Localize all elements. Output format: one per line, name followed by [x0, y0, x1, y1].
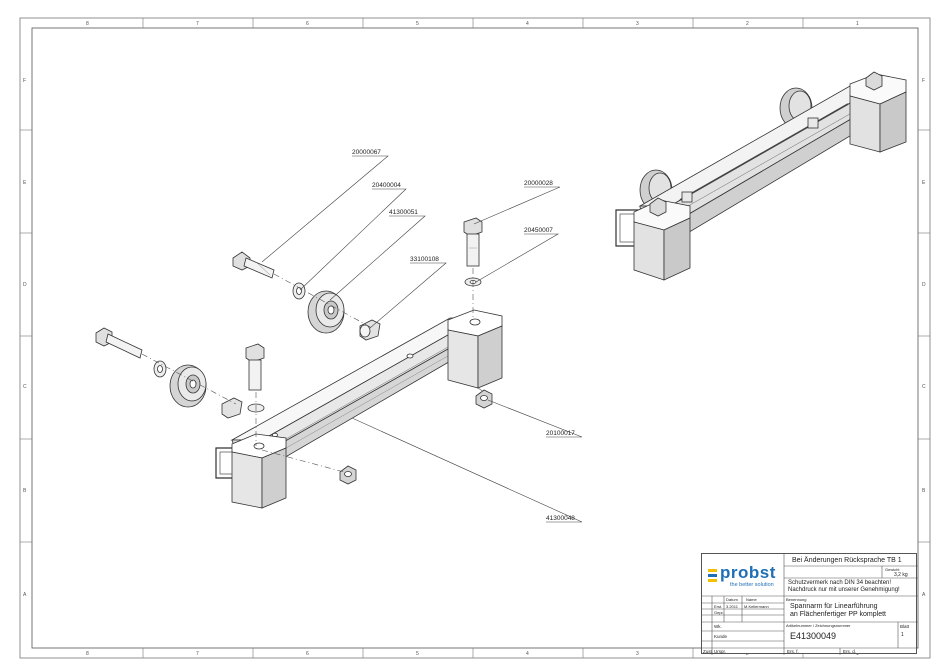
sleeve-lower-left [221, 397, 243, 419]
title-block: probst the better solution Bei Änderunge… [701, 553, 918, 655]
grid-row-left-f: F [23, 78, 26, 84]
blatt-label: Blatt [900, 624, 910, 629]
drawing-number-label: Artikelnummer / Zeichnungsnummer [786, 623, 851, 628]
grid-col-top-5: 4 [526, 21, 529, 27]
part-label-20100017: 20100017 [546, 430, 575, 437]
grid-row-left-c: C [23, 384, 27, 390]
grid-col-bottom-2: 7 [196, 651, 199, 657]
grid-row-right-b: B [922, 488, 926, 494]
grid-col-top-6: 3 [636, 21, 639, 27]
bolt-20000067 [232, 251, 275, 279]
protection-note-2: Nachdruck nur mit unserer Genehmigung! [788, 587, 900, 593]
grid-row-right-a: A [922, 592, 926, 598]
weight-label: Gewicht [885, 567, 900, 572]
name-label: Name [746, 597, 757, 602]
urspr-label: Urspr. [714, 649, 727, 654]
erst-name: M.Kellermann [744, 604, 769, 609]
sleeve-33100108 [359, 319, 381, 341]
nut-20100017 [475, 389, 493, 409]
grid-col-bottom-7: 2 [746, 651, 749, 657]
grid-col-top-3: 6 [306, 21, 309, 27]
weight-value: 3,2 kg [894, 572, 908, 578]
roller-41300051 [307, 290, 345, 334]
part-label-20000028: 20000028 [524, 180, 553, 187]
part-label-20450007: 20450007 [524, 227, 553, 234]
benennung-label: Benennung [786, 597, 807, 602]
grid-row-right-d: D [922, 282, 926, 288]
grid-row-left-e: E [23, 180, 27, 186]
inner-frame [31, 27, 919, 649]
leader-lines [261, 155, 583, 523]
part-label-41300051: 41300051 [389, 209, 418, 216]
grid-ticks [20, 18, 930, 658]
logo-slogan: the better solution [730, 582, 774, 588]
bolt-20000028 [463, 217, 483, 267]
grid-col-top-7: 2 [746, 21, 749, 27]
grid-col-bottom-4: 5 [416, 651, 419, 657]
change-notice: Bei Änderungen Rücksprache TB 1 [792, 557, 902, 564]
block-left [231, 433, 287, 509]
logo-bars [708, 569, 717, 584]
part-label-41300048: 41300048 [546, 515, 575, 522]
assembly-axis-lines [141, 268, 485, 473]
nut-lower [339, 465, 357, 485]
part-label-20000067: 20000067 [352, 149, 381, 156]
assembled-iso-view [615, 71, 907, 281]
gepr-label: Gepr. [714, 610, 724, 615]
grid-col-top-2: 7 [196, 21, 199, 27]
block-right [447, 309, 503, 389]
grid-col-top-8: 1 [856, 21, 859, 27]
grid-col-bottom-8: 1 [856, 651, 859, 657]
grid-row-left-b: B [23, 488, 27, 494]
grid-col-top-4: 5 [416, 21, 419, 27]
part-label-20400004: 20400004 [372, 182, 401, 189]
grid-row-left-d: D [23, 282, 27, 288]
grid-col-bottom-3: 6 [306, 651, 309, 657]
grid-row-right-f: F [922, 78, 925, 84]
grid-col-bottom-1: 8 [86, 651, 89, 657]
bolt-short-lower [245, 343, 265, 391]
u-bracket-left [215, 447, 236, 479]
grid-row-right-c: C [922, 384, 926, 390]
datum-label: Datum [726, 597, 738, 602]
erst-date: 3.2011 [726, 604, 738, 609]
ers-fuer-label: Ers. f. [787, 649, 799, 654]
drawing-number: E41300049 [790, 631, 837, 641]
grid-row-left-a: A [23, 592, 27, 598]
kunde-label: Kunde [714, 634, 728, 639]
grid-col-bottom-5: 4 [526, 651, 529, 657]
part-label-33100108: 33100108 [410, 256, 439, 263]
probst-logo: probst the better solution [708, 562, 784, 592]
roller-lower-left [169, 364, 207, 408]
grid-col-bottom-6: 3 [636, 651, 639, 657]
protection-note-1: Schutzvermerk nach DIN 34 beachten! [788, 580, 892, 586]
grid-col-top-1: 8 [86, 21, 89, 27]
erst-label: Erst. [714, 604, 723, 609]
wk-label: Wk. [714, 624, 722, 629]
drawing-title-2: an Flächenfertiger PP komplett [790, 611, 886, 618]
blatt-value: 1 [901, 632, 904, 638]
drawing-title-1: Spannarm für Linearführung [790, 603, 878, 610]
ers-durch-label: Ers. d. [843, 649, 857, 654]
logo-wordmark: probst [720, 563, 776, 582]
outer-frame [19, 17, 931, 659]
bolt-lower-left [95, 327, 143, 359]
zust-label: Zust. [703, 649, 714, 654]
grid-row-right-e: E [922, 180, 926, 186]
title-block-grid [702, 554, 918, 655]
exploded-assembly-view [95, 217, 503, 509]
